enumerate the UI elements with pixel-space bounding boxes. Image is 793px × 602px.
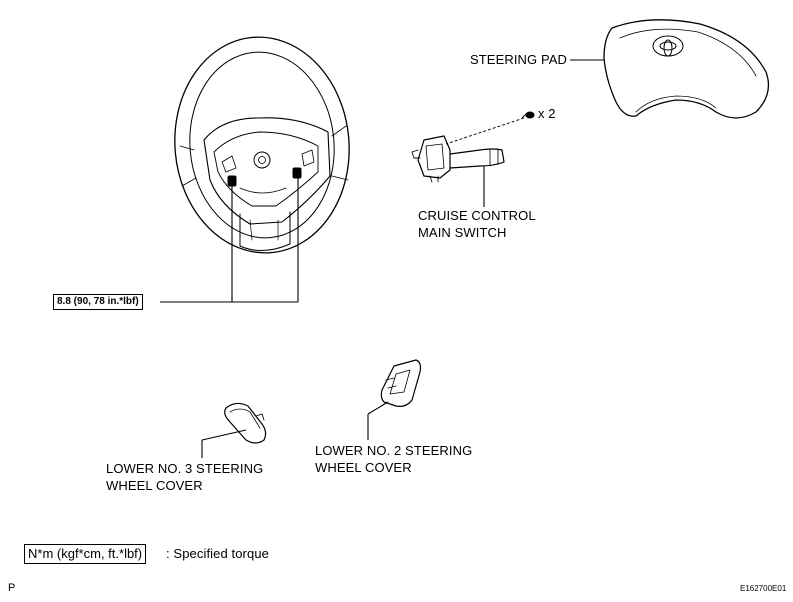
- legend-description: : Specified torque: [166, 546, 269, 561]
- torque-spec-box: 8.8 (90, 78 in.*lbf): [53, 294, 143, 310]
- steering-pad-label: STEERING PAD: [470, 52, 568, 67]
- cruise-control-label-line1: CRUISE CONTROL: [418, 208, 536, 223]
- lower-cover-3-icon: [224, 402, 267, 444]
- footer-left-mark: P: [8, 582, 16, 594]
- lower-cover-3-leader-2: [201, 429, 247, 441]
- figure-id: E162700E01: [740, 584, 787, 593]
- lower-cover-2-label-line2: WHEEL COVER: [315, 460, 412, 475]
- bolt-icon: [227, 167, 302, 187]
- lower-cover-3-label-line1: LOWER NO. 3 STEERING: [106, 461, 264, 476]
- lower-cover-3-label-line2: WHEEL COVER: [106, 478, 203, 493]
- cruise-control-label-line2: MAIN SWITCH: [418, 225, 507, 240]
- cruise-switch-icon: [411, 135, 505, 183]
- toyota-logo-icon: [652, 35, 684, 57]
- legend-unit-box: N*m (kgf*cm, ft.*lbf): [24, 544, 147, 564]
- steering-pad-icon: [603, 19, 770, 119]
- torque-leader-lines: [160, 178, 299, 303]
- steering-wheel-icon: [174, 36, 350, 254]
- screw-qty-label: x 2: [538, 106, 556, 121]
- lower-cover-2-icon: [380, 359, 422, 407]
- lower-cover-2-label-line1: LOWER NO. 2 STEERING: [315, 443, 473, 458]
- screw-icon: [521, 111, 535, 119]
- screw-dashed-line: [445, 117, 525, 145]
- lower-cover-2-leader: [367, 401, 389, 415]
